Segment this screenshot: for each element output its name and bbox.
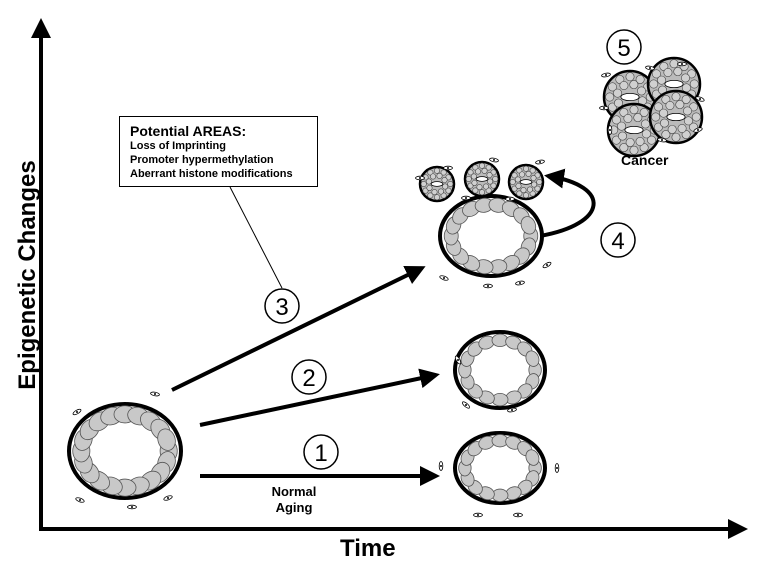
step-3-marker: 3: [264, 288, 300, 324]
normal-aging-caption: Normal Aging: [267, 484, 321, 516]
x-axis-label: Time: [340, 535, 396, 562]
arrow-2: [199, 368, 440, 427]
step-5-marker: 5: [606, 29, 642, 65]
callout-title: Potential AREAS:: [130, 123, 247, 139]
arrow-3: [171, 266, 426, 392]
cancer-caption: Cancer: [621, 152, 669, 168]
step-4-marker: 4: [600, 222, 636, 258]
budding-crypts: [415, 157, 545, 203]
callout-line-histone: Aberrant histone modifications: [130, 168, 293, 180]
normal-aging-line-2: Aging: [275, 500, 313, 515]
arrow-4-curve: [539, 168, 596, 238]
callout-line-hypermethylation: Promoter hypermethylation: [130, 154, 274, 166]
normal-aging-line-1: Normal: [271, 484, 317, 499]
y-axis-label: Epigenetic Changes: [14, 160, 41, 390]
crypt-step-3: [438, 194, 552, 289]
cancer-cluster: [599, 56, 705, 158]
step-2-number: 2: [302, 365, 315, 392]
callout-line-imprinting: Loss of Imprinting: [130, 140, 226, 152]
normal-crypt-large: [67, 391, 183, 510]
step-2-marker: 2: [291, 359, 327, 395]
step-1-number: 1: [314, 440, 327, 467]
step-5-number: 5: [617, 35, 630, 62]
callout-connector: [229, 186, 283, 289]
step-4-number: 4: [611, 228, 624, 255]
potential-areas-callout: Potential AREAS: Loss of Imprinting Prom…: [119, 116, 318, 187]
step-3-number: 3: [275, 294, 288, 321]
crypt-step-1: [438, 431, 560, 518]
step-1-marker: 1: [303, 434, 339, 470]
crypt-step-2: [453, 330, 547, 413]
